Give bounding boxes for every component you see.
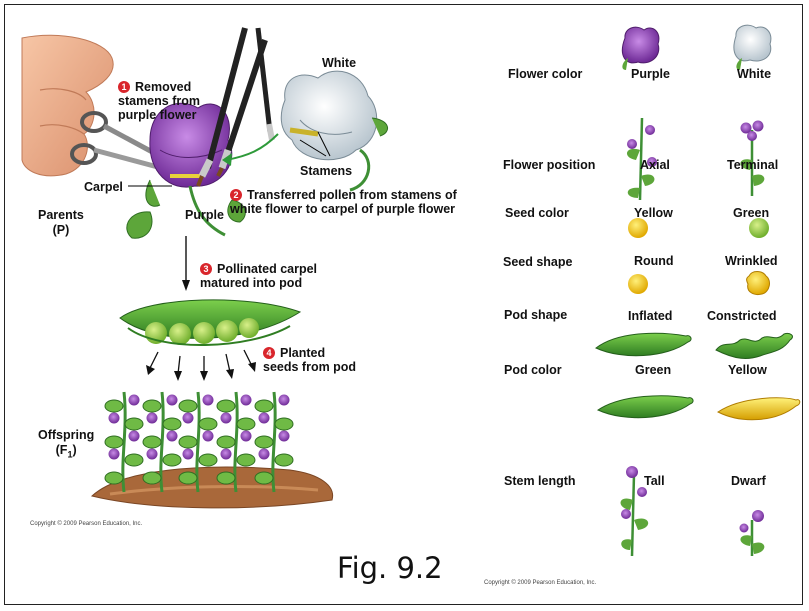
- purple-flower-label: Purple: [185, 208, 224, 223]
- step-3-marker: 3: [200, 263, 212, 275]
- white-flower-icon: [734, 25, 771, 70]
- trait-label-flower-color: Flower color: [508, 67, 582, 82]
- recessive-flower-position: Terminal: [727, 158, 778, 173]
- trait-label-flower-position: Flower position: [503, 158, 595, 173]
- step-1-text: Removed stamens from purple flower: [118, 80, 200, 122]
- round-seed-icon: [628, 274, 648, 294]
- recessive-pod-color: Yellow: [728, 363, 767, 378]
- left-copyright: Copyright © 2009 Pearson Education, Inc.: [30, 521, 142, 527]
- parents-label-text: Parents: [38, 208, 84, 223]
- dominant-stem-length: Tall: [644, 474, 665, 489]
- stamens-label: Stamens: [300, 164, 352, 179]
- offspring-label-sub: (F1): [38, 443, 94, 463]
- recessive-seed-color: Green: [733, 206, 769, 221]
- step-3-text: Pollinated carpel matured into pod: [200, 262, 317, 290]
- offspring-label: Offspring (F1): [38, 428, 94, 463]
- yellow-seed-icon: [628, 218, 648, 238]
- dominant-pod-shape: Inflated: [628, 309, 672, 324]
- parents-label: Parents (P): [38, 208, 84, 238]
- right-copyright: Copyright © 2009 Pearson Education, Inc.: [484, 580, 596, 586]
- recessive-pod-shape: Constricted: [707, 309, 776, 324]
- wrinkled-seed-icon: [747, 272, 770, 295]
- dominant-seed-shape: Round: [634, 254, 674, 269]
- offspring-label-text: Offspring: [38, 428, 94, 443]
- carpel-label: Carpel: [84, 180, 123, 195]
- step-4-text: Planted seeds from pod: [263, 346, 356, 374]
- dominant-seed-color: Yellow: [634, 206, 673, 221]
- dwarf-plant-icon: [740, 510, 765, 556]
- yellow-pod-icon: [718, 398, 800, 420]
- trait-label-seed-color: Seed color: [505, 206, 569, 221]
- step-1-marker: 1: [118, 81, 130, 93]
- dominant-flower-position: Axial: [640, 158, 670, 173]
- dominant-flower-color: Purple: [631, 67, 670, 82]
- figure-caption: Fig. 9.2: [337, 551, 443, 585]
- trait-label-pod-shape: Pod shape: [504, 308, 567, 323]
- step-2-text: Transferred pollen from stamens of white…: [230, 188, 457, 216]
- green-seed-icon: [749, 218, 769, 238]
- trait-label-pod-color: Pod color: [504, 363, 562, 378]
- recessive-stem-length: Dwarf: [731, 474, 766, 489]
- dominant-pod-color: Green: [635, 363, 671, 378]
- recessive-flower-color: White: [737, 67, 771, 82]
- trait-label-stem-length: Stem length: [504, 474, 576, 489]
- white-flower-label: White: [322, 56, 356, 71]
- open-pod-illustration: [120, 300, 300, 345]
- hand-illustration: [22, 35, 113, 176]
- step-2-marker: 2: [230, 189, 242, 201]
- green-pod-icon: [598, 396, 693, 418]
- trait-label-seed-shape: Seed shape: [503, 255, 572, 270]
- inflated-pod-icon: [596, 333, 691, 355]
- parents-label-sub: (P): [38, 223, 84, 238]
- recessive-seed-shape: Wrinkled: [725, 254, 778, 269]
- constricted-pod-icon: [716, 333, 792, 358]
- seed-arrows: [150, 350, 252, 374]
- step-4-marker: 4: [263, 347, 275, 359]
- purple-flower-icon: [622, 27, 659, 70]
